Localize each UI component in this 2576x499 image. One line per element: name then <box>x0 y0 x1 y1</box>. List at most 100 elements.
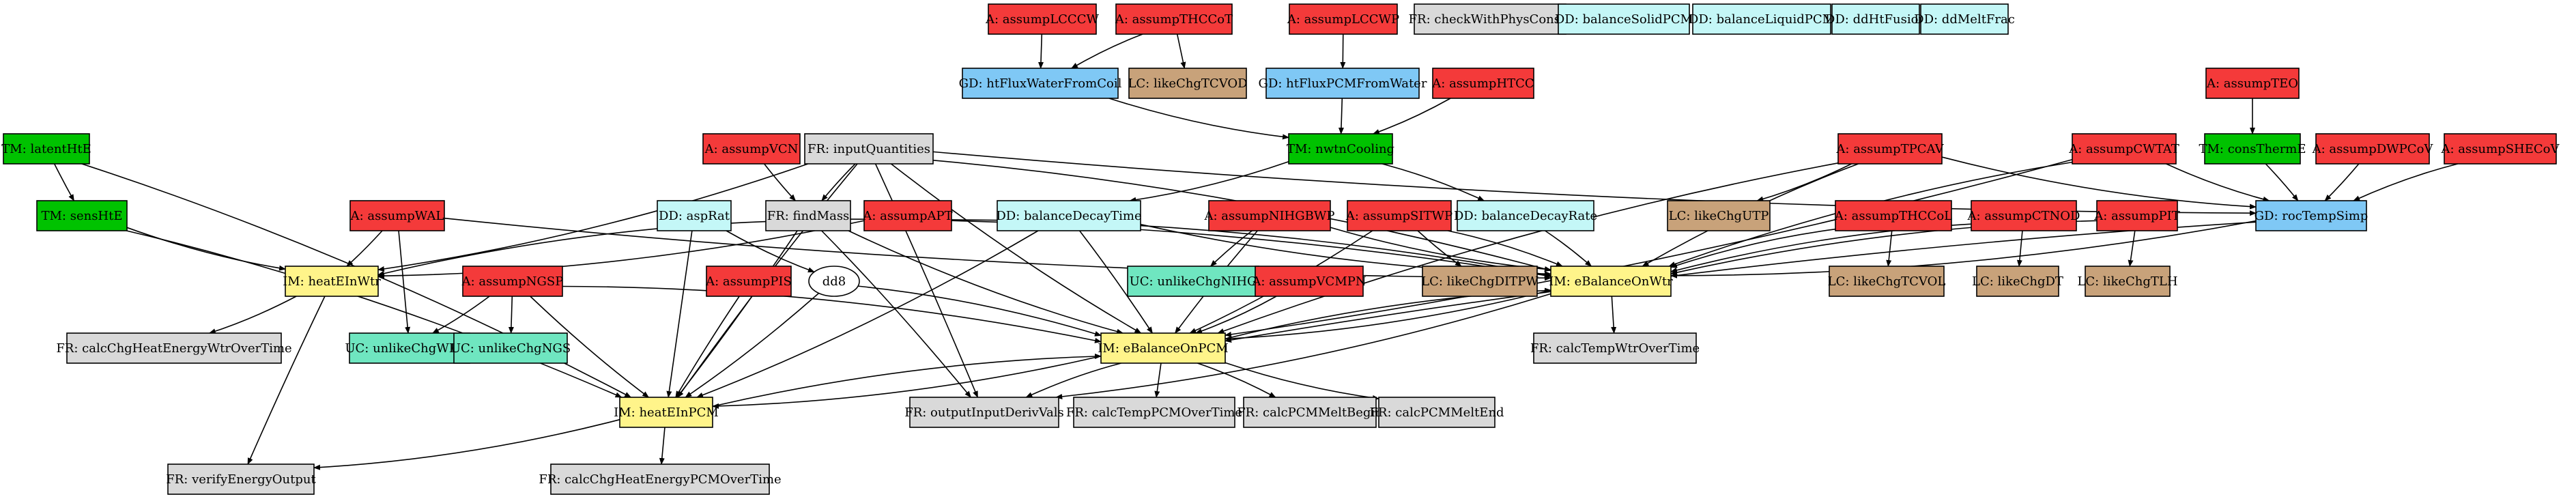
node-like-chg-t-l-h[interactable]: LC: likeChgTLH <box>2077 266 2178 297</box>
node-calc-chg-heat-energy-wtr-over-time[interactable]: FR: calcChgHeatEnergyWtrOverTime <box>56 332 292 364</box>
node-box <box>2205 68 2300 99</box>
node-roc-temp-simp[interactable]: GD: rocTempSimp <box>2255 200 2369 231</box>
node-assump-l-c-c-c-w[interactable]: A: assumpLCCCW <box>985 3 1099 35</box>
node-unlike-chg-w-p-f-s[interactable]: UC: unlikeChgWPFS <box>345 332 474 364</box>
node-dd8[interactable]: dd8 <box>808 266 860 297</box>
node-assump-p-i-t[interactable]: A: assumpPIT <box>2093 200 2180 231</box>
node-balance-decay-time[interactable]: DD: balanceDecayTime <box>996 200 1142 231</box>
node-cons-therm-e[interactable]: TM: consThermE <box>2199 133 2306 165</box>
node-input-quantities[interactable]: FR: inputQuantities <box>804 133 934 165</box>
node-label: LC: likeChgTCVOD <box>1128 76 1247 91</box>
node-assump-d-w-p-co-v[interactable]: A: assumpDWPCoV <box>2312 133 2434 165</box>
edge-assump-s-i-t-w-p-to-e-balance-on-wtr <box>1447 230 1563 267</box>
node-assump-p-i-s[interactable]: A: assumpPIS <box>705 266 792 297</box>
node-assump-s-i-t-w-p[interactable]: A: assumpSITWP <box>1345 200 1452 231</box>
node-calc-temp-p-c-m-over-time[interactable]: FR: calcTempPCMOverTime <box>1066 397 1242 428</box>
node-label: A: assumpVCN <box>704 142 799 156</box>
node-unlike-chg-n-i-h-g[interactable]: UC: unlikeChgNIHG <box>1127 266 1259 297</box>
node-assump-n-i-h-g-b-w-p[interactable]: A: assumpNIHGBWP <box>1204 200 1335 231</box>
node-like-chg-t-c-v-o-d[interactable]: LC: likeChgTCVOD <box>1128 68 1248 99</box>
node-like-chg-d-i-t-p-w[interactable]: LC: likeChgDITPW <box>1421 266 1539 297</box>
node-box <box>1550 266 1672 297</box>
node-nwtn-cooling[interactable]: TM: nwtnCooling <box>1287 133 1394 165</box>
node-label: A: assumpPIT <box>2093 209 2179 223</box>
node-ht-flux-water-from-coil[interactable]: GD: htFluxWaterFromCoil <box>959 68 1122 99</box>
node-dd-ht-fusion[interactable]: DD: ddHtFusion <box>1825 3 1927 35</box>
node-label: FR: calcTempWtrOverTime <box>1530 341 1700 356</box>
node-assump-s-h-e-co-v[interactable]: A: assumpSHECoV <box>2441 133 2560 165</box>
node-assump-t-h-c-co-l[interactable]: A: assumpTHCCoL <box>1834 200 1952 231</box>
node-label: IM: heatEInPCM <box>614 405 719 420</box>
node-box <box>1831 3 1920 35</box>
edge-balance-decay-time-to-heat-e-in-p-c-m <box>696 230 1039 398</box>
edge-dd8-to-heat-e-in-p-c-m <box>685 292 820 398</box>
node-label: A: assumpTHCCoT <box>1115 12 1233 27</box>
edge-cons-therm-e-to-roc-temp-simp <box>2265 163 2299 201</box>
edge-assump-p-i-t-to-like-chg-t-l-h <box>2128 230 2136 267</box>
node-assump-w-a-l[interactable]: A: assumpWAL <box>349 200 445 231</box>
node-assump-t-p-c-a-v[interactable]: A: assumpTPCAV <box>1835 133 1945 165</box>
node-calc-p-c-m-melt-end[interactable]: FR: calcPCMMeltEnd <box>1369 397 1504 428</box>
node-balance-decay-rate[interactable]: DD: balanceDecayRate <box>1454 200 1597 231</box>
node-output-input-deriv-vals[interactable]: FR: outputInputDerivVals <box>904 397 1064 428</box>
node-sens-ht-e[interactable]: TM: sensHtE <box>36 200 128 231</box>
node-label: TM: sensHtE <box>41 209 122 223</box>
node-label: A: assumpAPT <box>862 209 952 223</box>
node-balance-liquid-p-c-m[interactable]: DD: balanceLiquidPCM <box>1689 3 1835 35</box>
node-label: A: assumpVCMPN <box>1251 274 1366 289</box>
edge-assump-t-h-c-co-t-to-like-chg-t-c-v-o-d <box>1176 33 1186 69</box>
node-heat-e-in-wtr[interactable]: IM: heatEInWtr <box>283 266 381 297</box>
node-assump-l-c-c-w-p[interactable]: A: assumpLCCWP <box>1287 3 1399 35</box>
node-assump-c-t-n-o-d[interactable]: A: assumpCTNOD <box>1967 200 2080 231</box>
edge-e-balance-on-p-c-m-to-calc-temp-p-c-m-over-time <box>1154 362 1162 398</box>
node-box <box>997 200 1141 231</box>
node-unlike-chg-n-g-s[interactable]: UC: unlikeChgNGS <box>450 332 571 364</box>
node-balance-solid-p-c-m[interactable]: DD: balanceSolidPCM <box>1555 3 1693 35</box>
node-heat-e-in-p-c-m[interactable]: IM: heatEInPCM <box>614 397 719 428</box>
edge-assump-n-g-s-p-to-heat-e-in-p-c-m <box>530 296 650 398</box>
node-assump-v-c-n[interactable]: A: assumpVCN <box>702 133 801 165</box>
node-verify-energy-output[interactable]: FR: verifyEnergyOutput <box>166 464 316 495</box>
edge-assump-t-h-c-co-t-to-ht-flux-water-from-coil <box>1071 33 1143 69</box>
node-check-with-phys-consts[interactable]: FR: checkWithPhysConsts <box>1409 3 1572 35</box>
node-box <box>550 464 770 495</box>
node-label: FR: calcChgHeatEnergyWtrOverTime <box>56 341 291 356</box>
node-assump-h-t-c-c[interactable]: A: assumpHTCC <box>1431 68 1534 99</box>
edge-find-mass-to-e-balance-on-wtr <box>850 218 1551 279</box>
node-label: DD: balanceLiquidPCM <box>1689 12 1835 27</box>
node-assump-v-c-m-p-n[interactable]: A: assumpVCMPN <box>1251 266 1366 297</box>
edge-ht-flux-p-c-m-from-water-to-nwtn-cooling <box>1338 98 1344 134</box>
edge-assump-a-p-t-to-heat-e-in-wtr <box>377 220 865 279</box>
node-calc-temp-wtr-over-time[interactable]: FR: calcTempWtrOverTime <box>1530 332 1700 364</box>
node-e-balance-on-wtr[interactable]: IM: eBalanceOnWtr <box>1549 266 1673 297</box>
edge-assump-c-w-t-a-t-to-e-balance-on-p-c-m <box>1225 158 2073 337</box>
node-asp-rat[interactable]: DD: aspRat <box>657 200 732 231</box>
node-dd-melt-frac[interactable]: DD: ddMeltFrac <box>1914 3 2015 35</box>
edge-e-balance-on-wtr-to-calc-temp-wtr-over-time <box>1611 296 1617 334</box>
node-e-balance-on-p-c-m[interactable]: IM: eBalanceOnPCM <box>1098 332 1229 364</box>
edge-assump-c-w-t-a-t-to-roc-temp-simp <box>2166 163 2270 202</box>
node-label: FR: calcChgHeatEnergyPCMOverTime <box>539 472 781 487</box>
edge-assump-d-w-p-co-v-to-roc-temp-simp <box>2324 163 2360 201</box>
node-label: FR: checkWithPhysConsts <box>1409 12 1572 27</box>
node-assump-a-p-t[interactable]: A: assumpAPT <box>862 200 953 231</box>
node-assump-t-e-o[interactable]: A: assumpTEO <box>2205 68 2300 99</box>
node-calc-chg-heat-energy-p-c-m-over-time[interactable]: FR: calcChgHeatEnergyPCMOverTime <box>539 464 782 495</box>
node-latent-ht-e[interactable]: TM: latentHtE <box>1 133 91 165</box>
node-like-chg-t-c-v-o-l[interactable]: LC: likeChgTCVOL <box>1828 266 1946 297</box>
node-like-chg-d-t[interactable]: LC: likeChgDT <box>1972 266 2063 297</box>
node-like-chg-u-t-p[interactable]: LC: likeChgUTP <box>1667 200 1771 231</box>
node-box <box>1073 397 1235 428</box>
node-assump-t-h-c-co-t[interactable]: A: assumpTHCCoT <box>1115 3 1233 35</box>
node-box <box>1422 266 1538 297</box>
node-box <box>1115 3 1233 35</box>
node-ht-flux-p-c-m-from-water[interactable]: GD: htFluxPCMFromWater <box>1259 68 1427 99</box>
node-assump-c-w-t-a-t[interactable]: A: assumpCWTAT <box>2068 133 2179 165</box>
node-label: A: assumpCTNOD <box>1967 209 2080 223</box>
edge-heat-e-in-wtr-to-calc-chg-heat-energy-wtr-over-time <box>208 296 297 334</box>
node-find-mass[interactable]: FR: findMass <box>765 200 851 231</box>
node-calc-p-c-m-melt-begin[interactable]: FR: calcPCMMeltBegin <box>1237 397 1383 428</box>
node-box <box>453 332 568 364</box>
node-box <box>1971 200 2077 231</box>
node-assump-n-g-s-p[interactable]: A: assumpNGSP <box>461 266 564 297</box>
